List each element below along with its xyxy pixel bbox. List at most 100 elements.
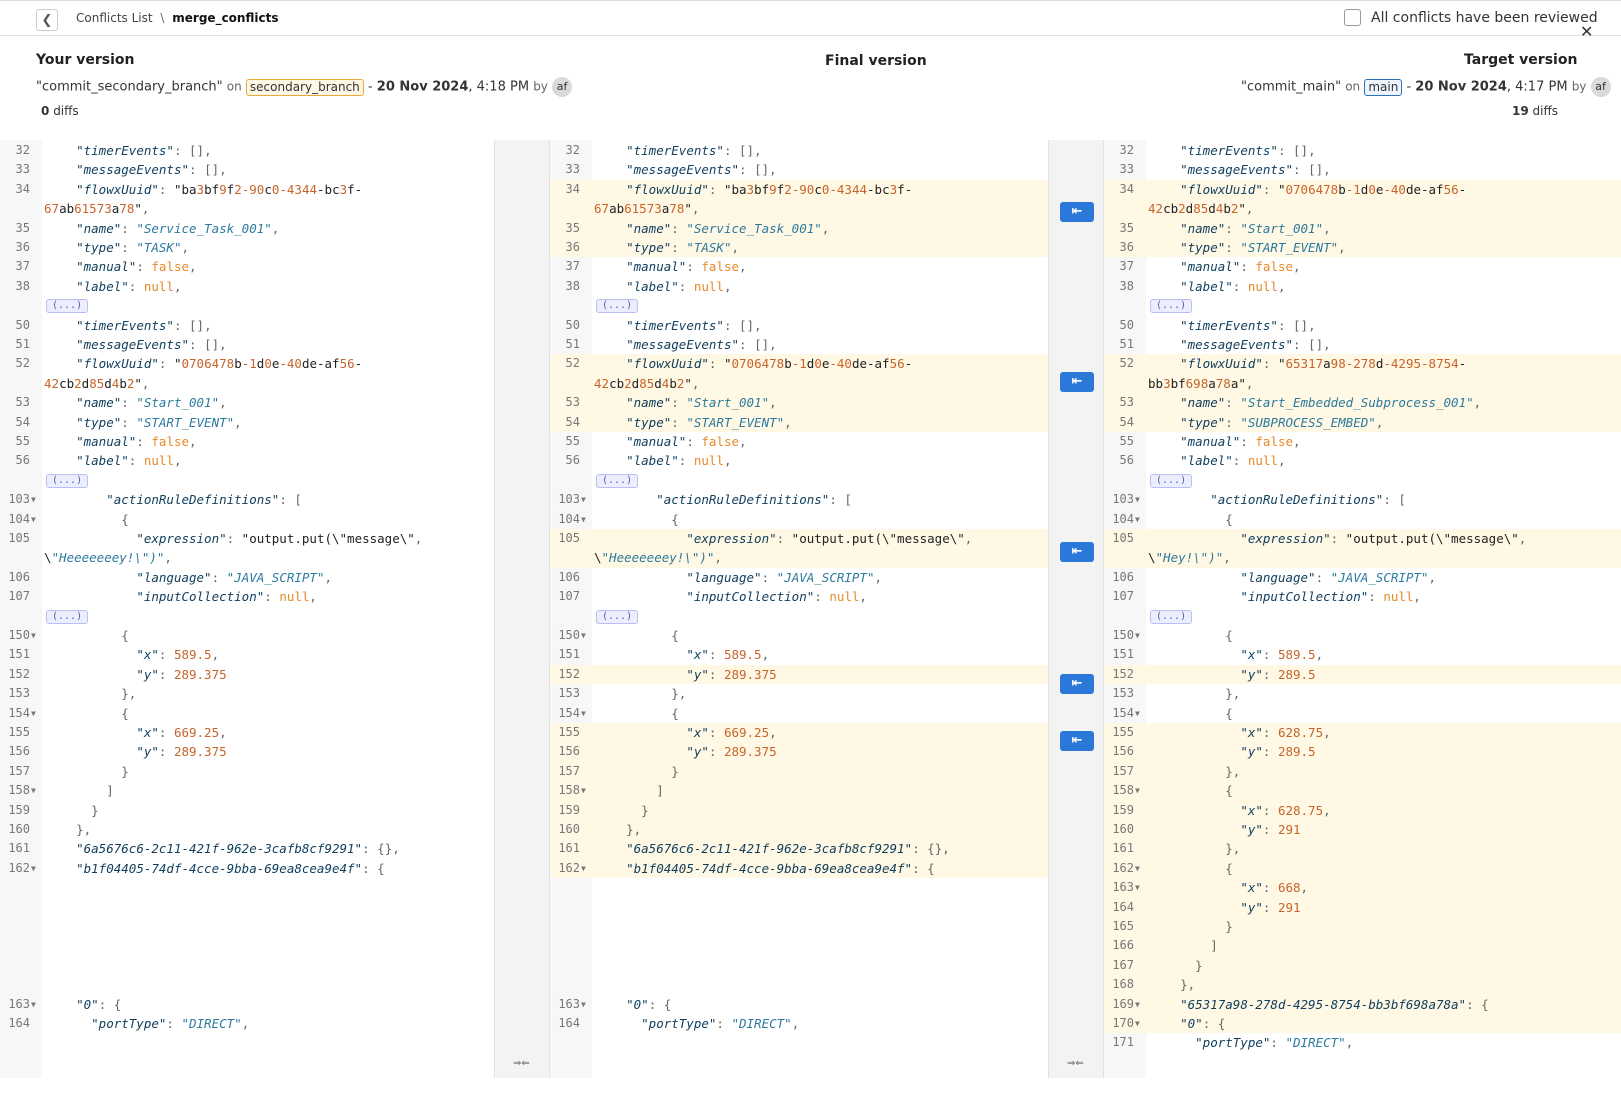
line-number: 164 bbox=[1112, 899, 1134, 914]
fold-toggle-icon[interactable]: ▼ bbox=[1135, 863, 1140, 873]
final-version-editor[interactable]: (...)(...)(...)(...)32 "timerEvents": []… bbox=[550, 140, 1048, 1078]
expand-ellipsis[interactable]: (...) bbox=[46, 473, 89, 488]
fold-toggle-icon[interactable]: ▼ bbox=[1135, 495, 1140, 505]
reviewed-toggle[interactable]: All conflicts have been reviewed bbox=[1344, 9, 1598, 26]
right-code-line: 168 }, bbox=[1104, 975, 1621, 995]
right-code-line: 162▼ { bbox=[1104, 858, 1621, 879]
fold-toggle-icon[interactable]: ▼ bbox=[581, 708, 586, 718]
collapsed-lines-marker[interactable]: (...) bbox=[1104, 607, 1621, 626]
merge-arrows-icon[interactable]: ⇒⇐ bbox=[513, 1058, 530, 1069]
fold-toggle-icon[interactable]: ▼ bbox=[1135, 1019, 1140, 1028]
center-code-line: 158▼ ] bbox=[550, 781, 1048, 801]
fold-toggle-icon[interactable]: ▼ bbox=[581, 631, 586, 640]
fold-toggle-icon[interactable]: ▼ bbox=[31, 999, 36, 1009]
reviewed-checkbox[interactable] bbox=[1344, 9, 1361, 26]
code-text: "y": 291 bbox=[1240, 822, 1301, 837]
accept-change-icon[interactable]: ⇤ bbox=[1060, 674, 1094, 694]
code-text: "actionRuleDefinitions": [ bbox=[656, 492, 852, 508]
expand-ellipsis[interactable]: (...) bbox=[1150, 473, 1193, 488]
fold-toggle-icon[interactable]: ▼ bbox=[581, 514, 586, 524]
on-label: on bbox=[1345, 79, 1361, 94]
center-code-line: 38 "label": null, bbox=[550, 277, 1048, 296]
fold-toggle-icon[interactable]: ▼ bbox=[581, 999, 586, 1009]
target-version-header: Target version bbox=[1464, 52, 1577, 68]
collapsed-lines-marker[interactable]: (...) bbox=[550, 471, 1048, 490]
code-text: "name": "Start_Embedded_Subprocess_001", bbox=[1180, 395, 1482, 411]
fold-toggle-icon[interactable]: ▼ bbox=[1135, 708, 1140, 718]
back-button[interactable]: ❮ bbox=[36, 9, 58, 31]
accept-change-icon[interactable]: ⇤ bbox=[1060, 372, 1094, 392]
fold-toggle-icon[interactable]: ▼ bbox=[31, 514, 36, 524]
line-number: 107 bbox=[1112, 589, 1134, 604]
line-number: 157 bbox=[8, 763, 30, 778]
right-code-line: 32 "timerEvents": [], bbox=[1104, 141, 1621, 160]
collapsed-lines-marker[interactable]: (...) bbox=[0, 607, 494, 626]
expand-ellipsis[interactable]: (...) bbox=[1150, 299, 1193, 314]
code-text: "type": "START_EVENT", bbox=[1180, 240, 1346, 255]
accept-change-icon[interactable]: ⇤ bbox=[1060, 202, 1094, 222]
target-version-editor[interactable]: (...)(...)(...)(...)32 "timerEvents": []… bbox=[1104, 140, 1621, 1078]
line-number: 34 bbox=[565, 181, 580, 196]
fold-toggle-icon[interactable]: ▼ bbox=[581, 786, 586, 796]
expand-ellipsis[interactable]: (...) bbox=[596, 473, 639, 488]
fold-toggle-icon[interactable]: ▼ bbox=[581, 495, 586, 505]
line-number: 164 bbox=[558, 1016, 580, 1030]
expand-ellipsis[interactable]: (...) bbox=[596, 609, 639, 624]
code-text: "65317a98-278d-4295-8754-bb3bf698a78a": … bbox=[1180, 996, 1489, 1012]
your-version-diff-count: 0 diffs bbox=[41, 104, 79, 118]
fold-toggle-icon[interactable]: ▼ bbox=[31, 708, 36, 718]
left-code-line: 156 "y": 289.375 bbox=[0, 742, 494, 761]
collapsed-lines-marker[interactable]: (...) bbox=[1104, 296, 1621, 315]
code-text: "flowxUuid": "ba3bf9f2-90c0-4344-bc3f- bbox=[626, 181, 913, 197]
fold-toggle-icon[interactable]: ▼ bbox=[1135, 883, 1140, 893]
expand-ellipsis[interactable]: (...) bbox=[596, 299, 639, 314]
collapsed-lines-marker[interactable]: (...) bbox=[550, 296, 1048, 315]
fold-toggle-icon[interactable]: ▼ bbox=[1135, 514, 1140, 524]
code-text: "name": "Service_Task_001", bbox=[76, 220, 280, 236]
code-text: }, bbox=[1225, 686, 1241, 702]
expand-ellipsis[interactable]: (...) bbox=[1150, 609, 1193, 624]
collapsed-lines-marker[interactable]: (...) bbox=[1104, 471, 1621, 490]
line-number: 162 bbox=[558, 860, 580, 875]
line-number: 50 bbox=[1119, 317, 1134, 332]
line-number: 155 bbox=[1112, 725, 1134, 739]
code-text: \"Hey!\")", bbox=[1148, 550, 1231, 566]
center-code-line: 161 "6a5676c6-2c11-421f-962e-3cafb8cf929… bbox=[550, 839, 1048, 859]
code-text: "x": 669.25, bbox=[686, 725, 777, 740]
dash: - bbox=[367, 79, 373, 95]
fold-toggle-icon[interactable]: ▼ bbox=[581, 863, 586, 873]
code-text: "timerEvents": [], bbox=[1180, 317, 1316, 333]
fold-toggle-icon[interactable]: ▼ bbox=[31, 863, 36, 873]
line-number: 34 bbox=[1119, 181, 1134, 196]
expand-ellipsis[interactable]: (...) bbox=[46, 299, 89, 314]
fold-toggle-icon[interactable]: ▼ bbox=[31, 786, 36, 796]
right-code-line: 107 "inputCollection": null, bbox=[1104, 587, 1621, 606]
collapsed-lines-marker[interactable]: (...) bbox=[0, 471, 494, 490]
code-text: }, bbox=[1225, 841, 1241, 857]
your-version-editor[interactable]: (...)(...)(...)(...)32 "timerEvents": []… bbox=[0, 140, 494, 1078]
collapsed-lines-marker[interactable]: (...) bbox=[0, 296, 494, 315]
breadcrumb-parent-link[interactable]: Conflicts List bbox=[76, 11, 153, 25]
code-text: "language": "JAVA_SCRIPT", bbox=[1240, 569, 1437, 585]
line-number: 54 bbox=[565, 414, 580, 429]
code-text: "messageEvents": [], bbox=[626, 162, 777, 178]
right-code-line: 103▼ "actionRuleDefinitions": [ bbox=[1104, 490, 1621, 509]
fold-toggle-icon[interactable]: ▼ bbox=[1135, 999, 1140, 1009]
merge-arrows-icon[interactable]: ⇒⇐ bbox=[1067, 1058, 1084, 1069]
accept-change-icon[interactable]: ⇤ bbox=[1060, 731, 1094, 751]
line-number: 50 bbox=[15, 317, 30, 332]
fold-toggle-icon[interactable]: ▼ bbox=[1135, 786, 1140, 796]
expand-ellipsis[interactable]: (...) bbox=[46, 609, 89, 624]
line-number: 160 bbox=[558, 822, 580, 836]
code-text: } bbox=[91, 802, 99, 818]
fold-toggle-icon[interactable]: ▼ bbox=[1135, 631, 1140, 640]
fold-toggle-icon[interactable]: ▼ bbox=[31, 495, 36, 505]
right-code-line: 167 } bbox=[1104, 955, 1621, 976]
accept-change-icon[interactable]: ⇤ bbox=[1060, 542, 1094, 562]
left-code-line: \"Heeeeeeey!\")", bbox=[0, 548, 494, 567]
close-icon[interactable]: ✕ bbox=[1580, 22, 1594, 41]
collapsed-lines-marker[interactable]: (...) bbox=[550, 607, 1048, 626]
fold-toggle-icon[interactable]: ▼ bbox=[31, 631, 36, 640]
line-number: 163 bbox=[8, 996, 30, 1011]
right-code-line: 150▼ { bbox=[1104, 626, 1621, 645]
